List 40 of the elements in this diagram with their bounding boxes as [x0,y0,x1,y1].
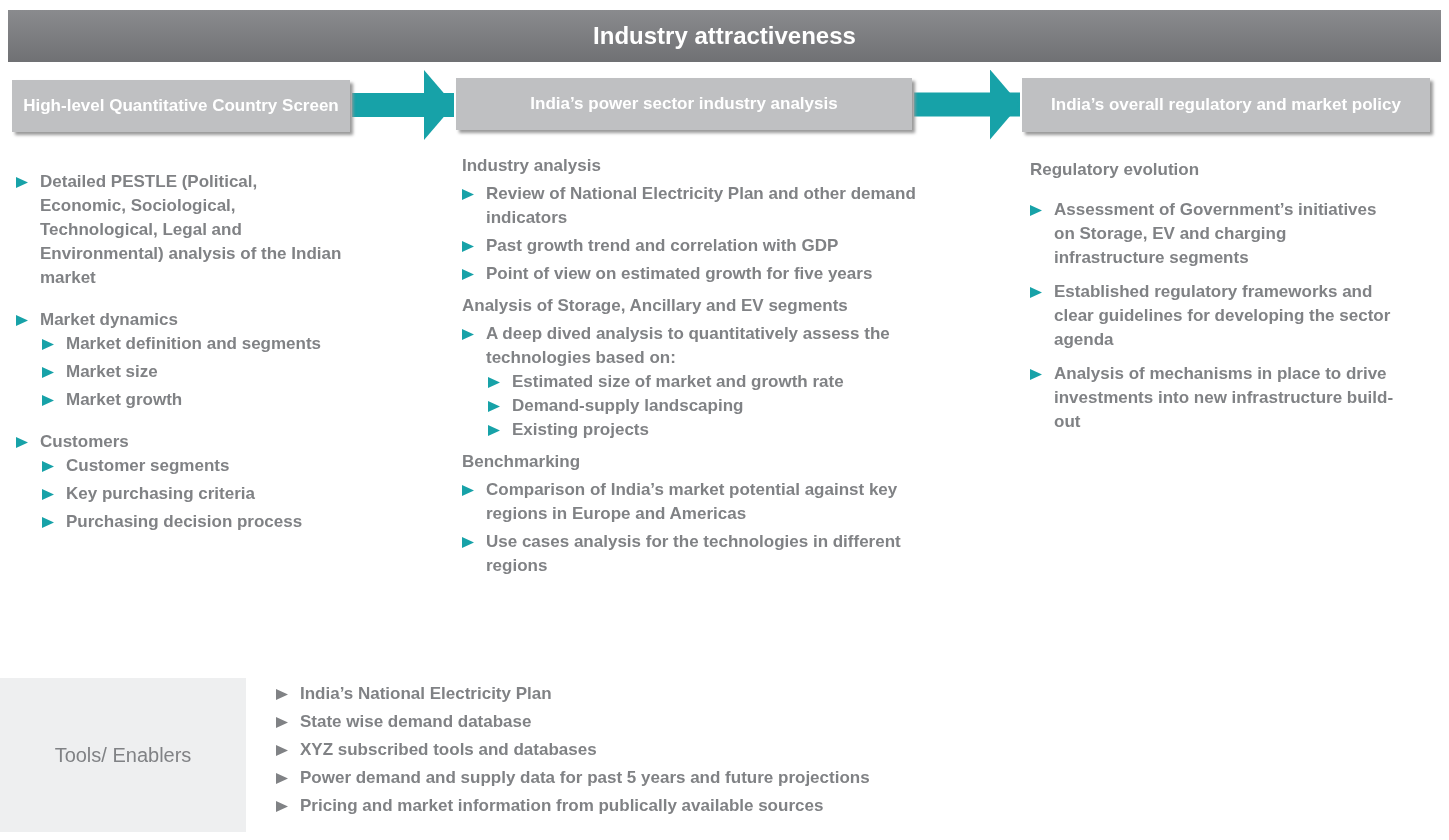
section-heading: Analysis of Storage, Ancillary and EV segments [462,295,849,317]
bullet-text: Past growth trend and correlation with GDP [486,235,839,257]
bullet-text: Point of view on estimated growth for five years [486,263,873,285]
tools-panel: Tools/ Enablers [0,678,246,832]
bullet-text: Review of National Electricity Plan and other demand indicators [486,183,917,229]
title-band: Industry attractiveness [8,10,1441,62]
stage-header: High-level Quantitative Country Screen [12,80,350,132]
bullet-text: Analysis of mechanisms in place to drive investments into new infrastructure build-out [1054,363,1395,433]
bullet-text: Market size [66,361,158,383]
bullet-text: India’s National Electricity Plan [300,683,552,705]
bullet-text: Key purchasing criteria [66,483,255,505]
bullet-text: Estimated size of market and growth rate [512,371,844,393]
bullet-text: State wise demand database [300,711,532,733]
bullet-text: Use cases analysis for the technologies in different regions [486,531,902,577]
bullet-text: Pricing and market information from publically available sources [300,795,824,817]
bullet-text: Established regulatory frameworks and clear guidelines for developing the sector agenda [1054,281,1392,351]
section-heading: Benchmarking [462,451,582,473]
bullet-text: Customers [40,431,129,453]
stage-header: India’s overall regulatory and market policy [1022,78,1430,132]
bullet-text: A deep dived analysis to quantitatively assess the technologies based on: [486,323,891,369]
bullet-text: Power demand and supply data for past 5 years and future projections [300,767,870,789]
bullet-text: Detailed PESTLE (Political, Economic, Sociological, Technological, Legal and Environmental) analysis of the Indian market [40,171,343,289]
bullet-text: Customer segments [66,455,230,477]
bullet-text: Comparison of India’s market potential against key regions in Europe and Americas [486,479,899,525]
stage-header: India’s power sector industry analysis [456,78,912,130]
bullet-text: Market dynamics [40,309,178,331]
bullet-text: Purchasing decision process [66,511,303,533]
node-label: India’s power sector industry analysis [530,94,838,113]
arrow [914,69,1020,140]
bullet-text: Demand-supply landscaping [512,395,744,417]
arrow [352,70,454,140]
bullet-text: Assessment of Government’s initiatives on Storage, EV and charging infrastructure segments [1054,199,1378,269]
bullet-text: Existing projects [512,419,649,441]
section-heading: Industry analysis [462,155,602,177]
section-heading: Regulatory evolution [1030,159,1201,181]
bullet-text: Market growth [66,389,183,411]
bullet-text: XYZ subscribed tools and databases [300,739,597,761]
node-label: High-level Quantitative Country Screen [23,96,339,115]
bullet-text: Market definition and segments [66,333,322,355]
node-label: India’s overall regulatory and market policy [1051,95,1401,114]
